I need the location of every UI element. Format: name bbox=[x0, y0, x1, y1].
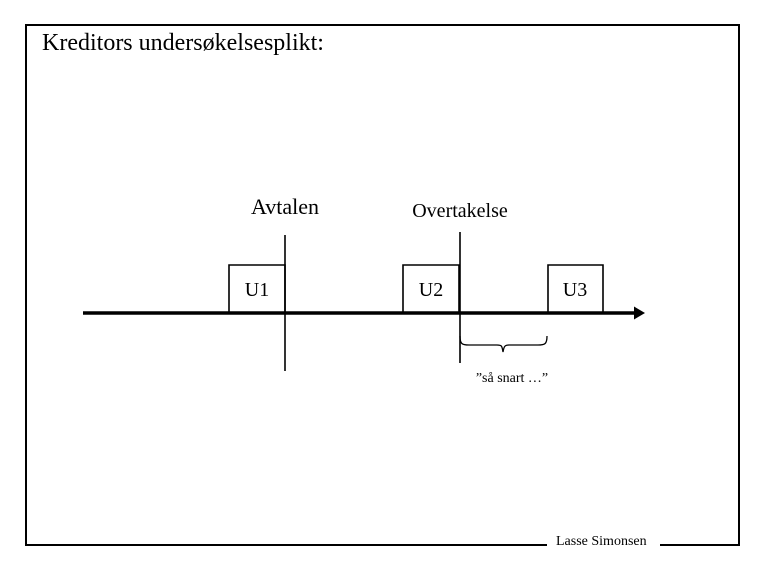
slide-title: Kreditors undersøkelsesplikt: bbox=[42, 30, 324, 56]
timeline-arrowhead-icon bbox=[634, 306, 645, 320]
slide-frame-top-border bbox=[25, 24, 740, 26]
slide-frame-bottom-border-right bbox=[660, 544, 740, 546]
event-label-overtakelse: Overtakelse bbox=[412, 200, 508, 222]
duty-box-u2 bbox=[402, 264, 460, 313]
duty-box-u3 bbox=[547, 264, 604, 313]
duty-box-label-u1: U1 bbox=[244, 279, 270, 301]
span-brace bbox=[459, 335, 548, 353]
slide-frame-right-border bbox=[738, 24, 740, 546]
duty-box-label-u2: U2 bbox=[418, 279, 444, 301]
span-brace-label: ”så snart …” bbox=[475, 371, 549, 386]
event-label-avtalen: Avtalen bbox=[250, 194, 320, 219]
duty-box-label-u3: U3 bbox=[562, 279, 588, 301]
slide-frame-bottom-border-left bbox=[25, 544, 547, 546]
duty-box-u1 bbox=[228, 264, 286, 313]
author-footer: Lasse Simonsen bbox=[552, 533, 651, 551]
slide-frame-left-border bbox=[25, 24, 27, 546]
